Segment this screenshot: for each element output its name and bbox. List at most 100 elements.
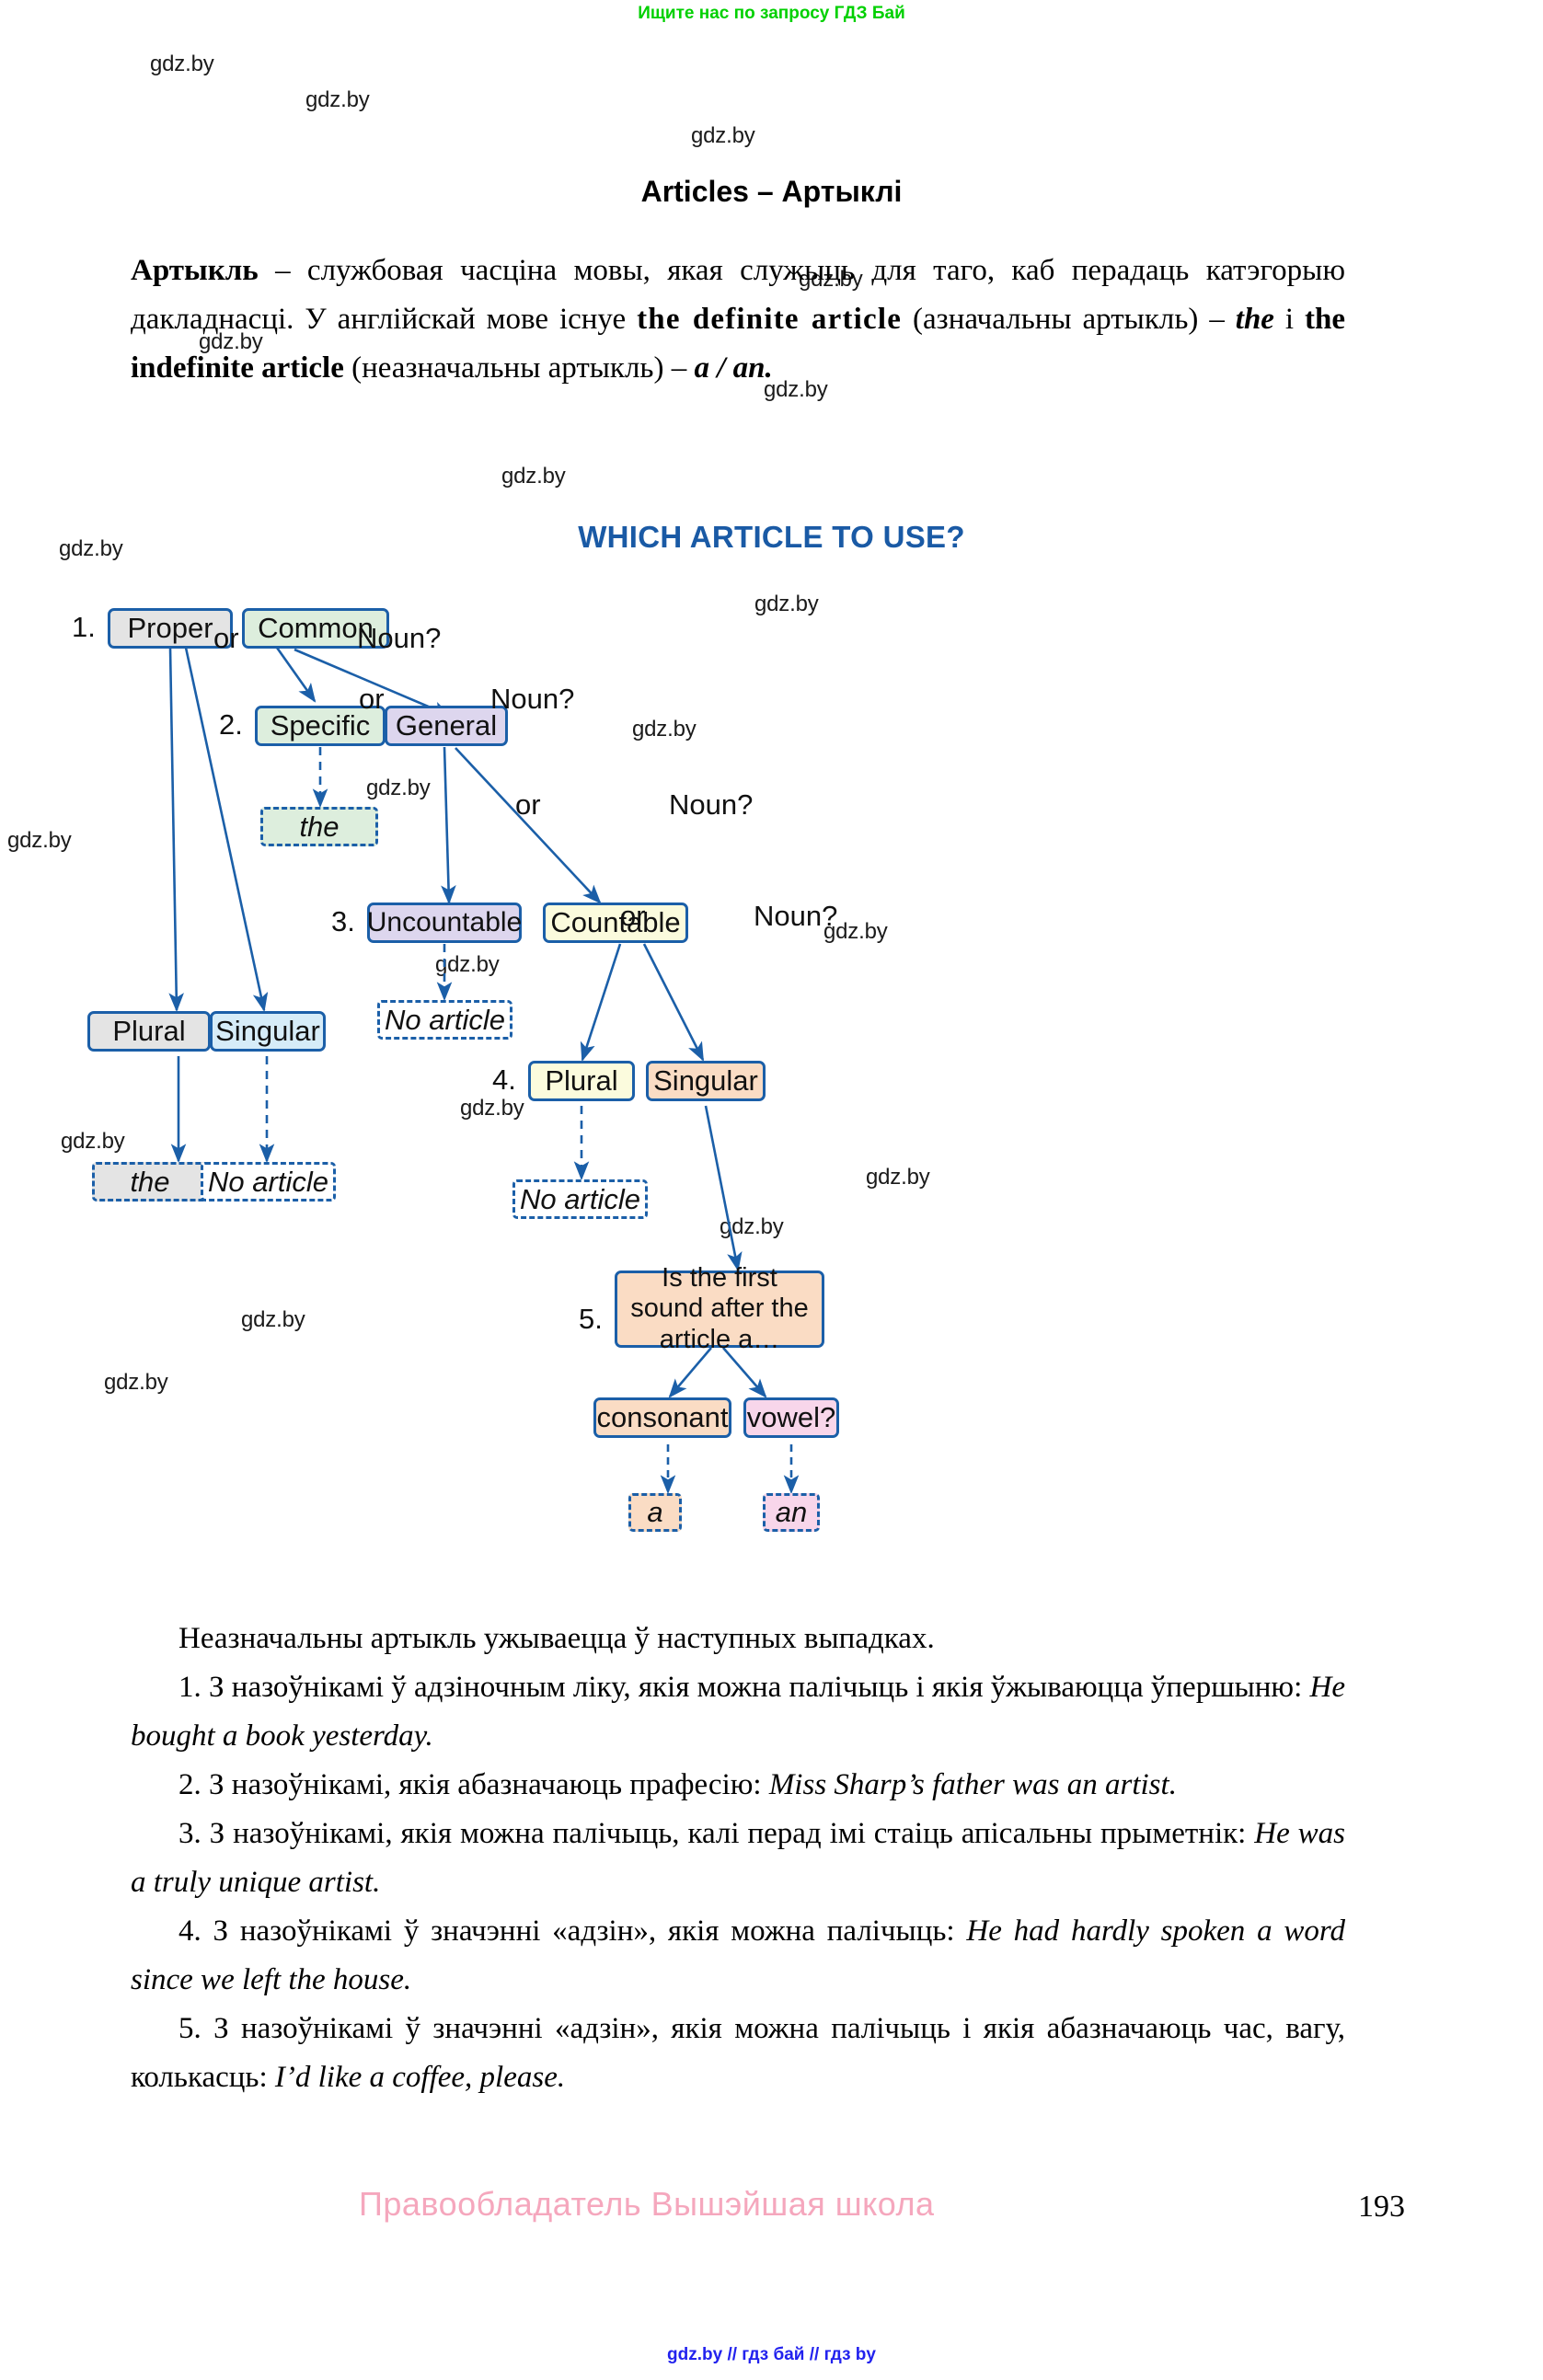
gdz-watermark: gdz.by: [754, 592, 819, 616]
flow-connector-or: or: [213, 622, 239, 654]
flow-node-common: Common: [242, 608, 389, 649]
intro-bold-indefinite: the indefinite article: [131, 303, 1346, 385]
flow-step-number: 5.: [579, 1303, 603, 1335]
flow-node-label: Singular: [215, 1015, 320, 1048]
flow-node-label: Plural: [112, 1015, 186, 1048]
flow-node-general: General: [385, 706, 508, 746]
copyright-watermark: Правообладатель Вышэйшая школа: [359, 2185, 935, 2223]
flow-node-label: the: [130, 1165, 170, 1198]
rule-item-2: 2. З назоўнікамі, якія абазначаюць прафе…: [131, 1761, 1345, 1810]
flow-node-label: Plural: [545, 1064, 618, 1098]
page-number: 193: [1358, 2190, 1405, 2224]
gdz-watermark: gdz.by: [501, 464, 566, 489]
rule-1-num: 1.: [178, 1671, 202, 1704]
flow-node-label: No article: [385, 1003, 505, 1036]
gdz-watermark: gdz.by: [720, 1214, 784, 1239]
flow-node-vowel: vowel?: [743, 1397, 839, 1438]
gdz-watermark: gdz.by: [435, 952, 500, 977]
flow-node-specific: Specific: [255, 706, 386, 746]
rule-2-num: 2.: [178, 1768, 202, 1801]
rule-2-example: Miss Sharp’s father was an artist.: [768, 1768, 1177, 1801]
gdz-watermark: gdz.by: [764, 377, 828, 402]
flow-node-label: Proper: [127, 612, 213, 645]
gdz-watermark: gdz.by: [632, 717, 697, 742]
gdz-watermark: gdz.by: [59, 536, 123, 561]
flow-node-no-article: No article: [377, 1000, 512, 1040]
gdz-watermark: gdz.by: [305, 87, 370, 112]
flow-node-plural: Plural: [528, 1061, 635, 1101]
flow-node-consonant: consonant: [593, 1397, 731, 1438]
rule-item-3: 3. З назоўнікамі, якія можна палічыць, к…: [131, 1810, 1345, 1907]
intro-lead: Артыкль: [131, 254, 259, 287]
intro-text-3: і: [1273, 303, 1306, 336]
flow-node-label: Singular: [653, 1064, 758, 1098]
gdz-watermark: gdz.by: [366, 776, 431, 800]
rule-4-text: З назоўнікамі ў значэнні «адзін», якія м…: [201, 1914, 967, 1948]
flow-node-the: the: [92, 1162, 208, 1201]
intro-text-4: (неазначальны артыкль) –: [343, 351, 695, 385]
bottom-banner-watermark: gdz.by // гдз бай // гдз by: [667, 2345, 876, 2364]
flowchart-title: WHICH ARTICLE TO USE?: [578, 520, 965, 554]
flow-connector-or: or: [359, 683, 385, 715]
page-title: Articles – Артыклі: [640, 175, 903, 208]
flow-connector-noun: Noun?: [357, 622, 442, 654]
rule-item-5: 5. З назоўнікамі ў значэнні «адзін», які…: [131, 2005, 1345, 2102]
rule-5-num: 5.: [178, 2012, 202, 2045]
flow-node-label: vowel?: [746, 1401, 836, 1434]
flow-connector-noun: Noun?: [669, 788, 754, 821]
flow-node-an: an: [763, 1493, 820, 1532]
flow-connector-noun: Noun?: [754, 900, 838, 932]
gdz-watermark: gdz.by: [823, 919, 888, 944]
gdz-watermark: gdz.by: [460, 1096, 524, 1121]
flow-step-number: 3.: [331, 905, 355, 937]
flow-node-no-article: No article: [201, 1162, 336, 1201]
flow-node-proper: Proper: [108, 608, 233, 649]
gdz-watermark: gdz.by: [199, 329, 263, 354]
flow-node-label: General: [395, 709, 498, 742]
rule-5-text: З назоўнікамі ў значэнні «адзін», якія м…: [131, 2012, 1345, 2094]
rule-item-4: 4. З назоўнікамі ў значэнні «адзін», які…: [131, 1907, 1345, 2005]
rule-2-text: З назоўнікамі, якія абазначаюць прафесію…: [201, 1768, 769, 1801]
flow-node-label: consonant: [596, 1401, 729, 1434]
flow-step-number: 2.: [219, 708, 243, 741]
rule-3-num: 3.: [178, 1817, 202, 1850]
gdz-watermark: gdz.by: [691, 123, 755, 148]
intro-bold-definite: the definite article: [637, 303, 903, 336]
flow-node-label: Countable: [550, 906, 681, 939]
gdz-watermark: gdz.by: [866, 1165, 930, 1190]
flow-node-label: a: [647, 1496, 663, 1529]
flow-node-label: an: [775, 1496, 808, 1529]
flow-node-label: Specific: [270, 709, 371, 742]
gdz-watermark: gdz.by: [7, 828, 72, 853]
flow-step-number: 1.: [72, 611, 96, 643]
intro-italic-a-an: a / an.: [694, 351, 773, 385]
flow-connector-or: or: [620, 900, 646, 932]
flow-node-label: No article: [520, 1182, 640, 1215]
flow-node-label: Common: [258, 612, 374, 645]
flow-node-singular: Singular: [646, 1061, 766, 1101]
rules-intro: Неазначальны артыкль ужываецца ў наступн…: [178, 1622, 935, 1655]
rule-item-1: 1. З назоўнікамі ў адзіночным ліку, якія…: [131, 1663, 1345, 1761]
flow-node-label: Is the first sound after the article a…: [630, 1262, 809, 1354]
flow-connector-noun: Noun?: [490, 683, 575, 715]
flow-node-no-article: No article: [512, 1179, 648, 1219]
gdz-watermark: gdz.by: [61, 1129, 125, 1154]
flow-connector-or: or: [515, 788, 541, 821]
rule-3-example: He was a truly unique artist.: [131, 1817, 1346, 1899]
rule-1-text: З назоўнікамі ў адзіночным ліку, якія мо…: [201, 1671, 1310, 1704]
intro-italic-the: the: [1235, 303, 1274, 336]
flow-step-number: 4.: [492, 1064, 516, 1096]
gdz-watermark: gdz.by: [104, 1370, 168, 1395]
flow-node-label: the: [299, 810, 340, 843]
flow-node-label: No article: [208, 1165, 328, 1198]
rule-3-text: З назоўнікамі, якія можна палічыць, калі…: [201, 1817, 1255, 1850]
gdz-watermark: gdz.by: [150, 52, 214, 76]
rule-5-example: I’d like a coffee, please.: [274, 2061, 566, 2094]
gdz-watermark: gdz.by: [241, 1307, 305, 1332]
top-banner-watermark: Ищите нас по запросу ГДЗ Бай: [638, 4, 905, 23]
gdz-watermark: gdz.by: [799, 267, 863, 292]
rule-4-num: 4.: [178, 1914, 202, 1948]
rule-4-example: He had hardly spoken a word since we lef…: [131, 1914, 1345, 1996]
intro-text-2: (азначальны артыкль) –: [902, 303, 1236, 336]
flow-node-plural: Plural: [87, 1011, 211, 1052]
